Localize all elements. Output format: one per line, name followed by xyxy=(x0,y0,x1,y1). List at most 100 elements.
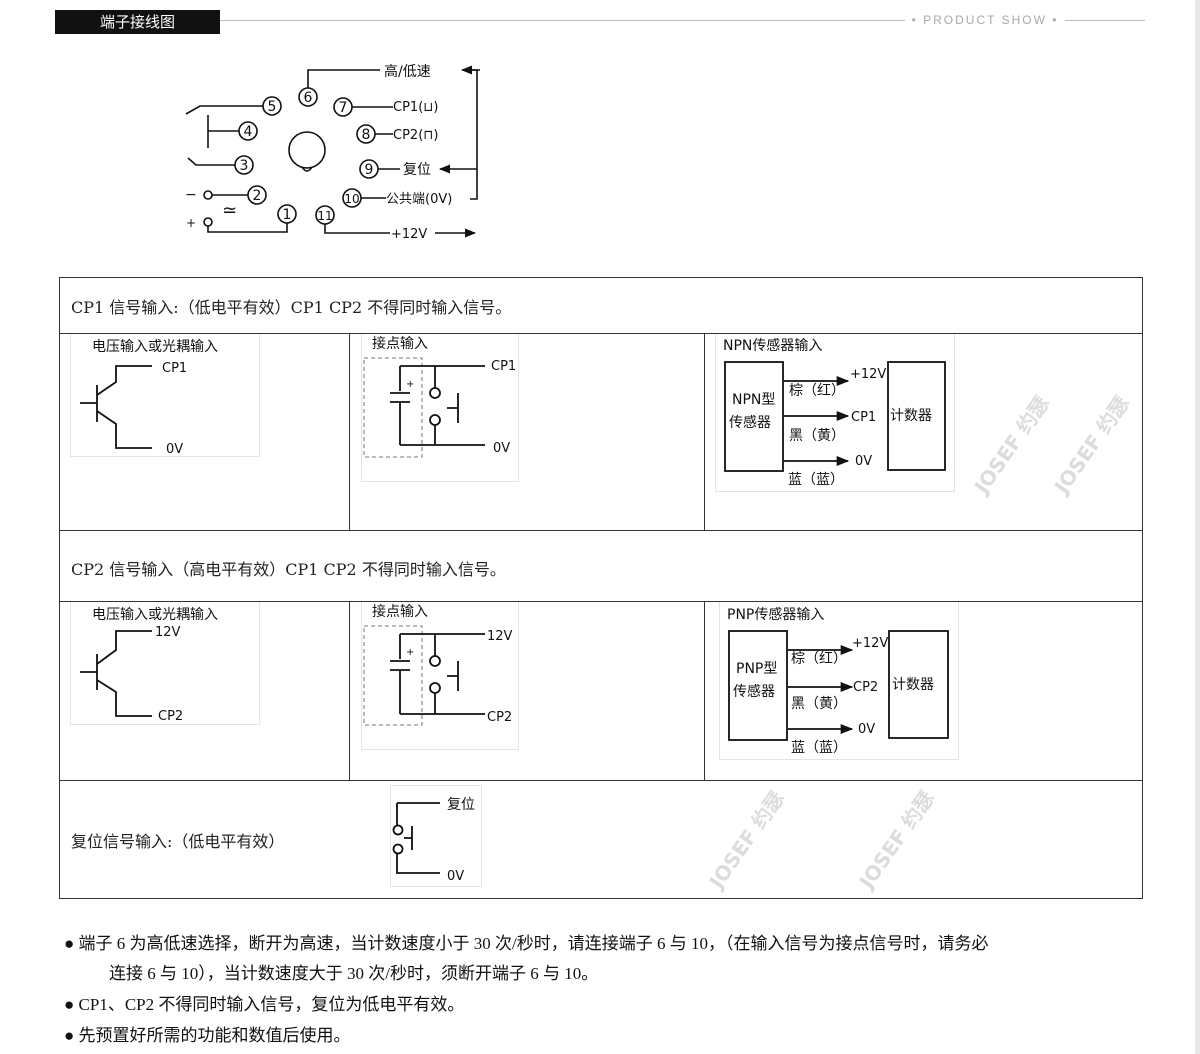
wire-color: 棕（红） xyxy=(789,383,845,399)
tagline-text: PRODUCT SHOW xyxy=(923,13,1047,27)
terminal-labels: 高/低速 CP1(⊔) CP2(⊓) 复位 公共端(0V) +12V − + ≃ xyxy=(185,63,452,242)
terminal-label: 12V xyxy=(487,629,513,644)
wire-label: 0V xyxy=(858,722,875,737)
pin-2: 2 xyxy=(247,185,267,205)
pin-7: 7 xyxy=(333,97,353,117)
note-text: 端子 6 为高低速选择，断开为高速，当计数速度小于 30 次/秒时，请连接端子 … xyxy=(78,934,989,953)
table-border xyxy=(704,601,705,780)
terminal-label: CP2 xyxy=(158,709,183,724)
terminal-label: 0V xyxy=(447,869,464,884)
watermark-text: JOSEF 约瑟 xyxy=(703,786,789,894)
pin-label: 10 xyxy=(344,192,359,206)
table-border xyxy=(59,780,1143,781)
pin-label: 2 xyxy=(253,188,262,204)
wire-color: 黑（黄） xyxy=(789,427,845,444)
pnp-panel xyxy=(719,601,959,760)
pin-label: 9 xyxy=(365,162,374,178)
pin-label: 11 xyxy=(317,209,332,223)
terminal-label: CP1 xyxy=(491,359,516,374)
table-border xyxy=(349,601,350,780)
product-show-tagline: • PRODUCT SHOW • xyxy=(905,13,1065,27)
voltage-input-diagram-1: 电压输入或光耦输入 CP1 0V xyxy=(80,339,218,457)
pin-10: 10 xyxy=(342,188,362,208)
diagram-title: 接点输入 xyxy=(372,335,428,352)
sensor-label: 传感器 xyxy=(733,683,775,700)
pin-3: 3 xyxy=(234,155,254,175)
note-text: CP1、CP2 不得同时输入信号，复位为低电平有效。 xyxy=(78,995,465,1014)
wire-label: +12V xyxy=(850,367,886,382)
terminal-label: 0V xyxy=(166,442,183,457)
sensor-label: PNP型 xyxy=(736,661,777,677)
note-item: ● 先预置好所需的功能和数值后使用。 xyxy=(64,1021,351,1046)
section-title: 端子接线图 xyxy=(55,10,220,34)
terminal-diagram xyxy=(185,65,480,238)
reset-panel xyxy=(390,785,482,887)
diagram-title: PNP传感器输入 xyxy=(727,606,824,623)
label-12v: +12V xyxy=(391,227,427,242)
note-text: 先预置好所需的功能和数值后使用。 xyxy=(78,1026,351,1045)
terminal-label: CP2 xyxy=(487,710,512,725)
terminal-label: 复位 xyxy=(447,796,475,813)
pin-8: 8 xyxy=(356,124,376,144)
label-minus: − xyxy=(185,187,197,203)
table-border xyxy=(59,333,1143,334)
note-item: ● 端子 6 为高低速选择，断开为高速，当计数速度小于 30 次/秒时，请连接端… xyxy=(64,929,989,954)
wire-color: 蓝（蓝） xyxy=(791,740,847,756)
wire-label: CP1 xyxy=(851,410,876,425)
sensor-label: 传感器 xyxy=(729,414,771,431)
counter-label: 计数器 xyxy=(892,677,934,693)
table-border xyxy=(59,530,1143,531)
diagram-title: 电压输入或光耦输入 xyxy=(92,607,218,623)
watermark-text: JOSEF 约瑟 xyxy=(1048,391,1134,499)
pin-label: 1 xyxy=(283,207,292,223)
table-border xyxy=(59,601,1143,602)
bullet-icon: ● xyxy=(64,995,75,1014)
cp2-row-text: CP2 信号输入（高电平有效）CP1 CP2 不得同时输入信号。 xyxy=(71,560,506,579)
reset-diagram: 复位 0V xyxy=(392,796,475,884)
contact-input-diagram-1: 接点输入 + CP1 0V xyxy=(363,335,516,458)
page-edge xyxy=(1195,0,1200,1054)
wire-color: 黑（黄） xyxy=(791,695,847,712)
table-border xyxy=(59,277,60,899)
label-plus: + xyxy=(186,216,196,230)
watermark: JOSEF 约瑟 JOSEF 约瑟 JOSEF 约瑟 JOSEF 约瑟 xyxy=(703,391,1134,894)
voltage-input-diagram-2: 电压输入或光耦输入 12V CP2 xyxy=(80,607,218,724)
table-border xyxy=(1142,277,1143,899)
label-cp1: CP1(⊔) xyxy=(393,100,438,115)
terminal-label: 0V xyxy=(493,441,510,456)
label-speed: 高/低速 xyxy=(384,63,431,80)
pin-5: 5 xyxy=(262,96,282,116)
polarity-label: + xyxy=(406,647,414,658)
watermark-text: JOSEF 约瑟 xyxy=(853,786,939,894)
wire-label: +12V xyxy=(852,636,888,651)
watermark-text: JOSEF 约瑟 xyxy=(968,391,1054,499)
note-continuation: 连接 6 与 10），当计数速度大于 30 次/秒时，须断开端子 6 与 10。 xyxy=(109,964,599,983)
note-item: ● CP1、CP2 不得同时输入信号，复位为低电平有效。 xyxy=(64,990,464,1015)
cp1-row-text: CP1 信号输入:（低电平有效）CP1 CP2 不得同时输入信号。 xyxy=(71,298,512,317)
bullet-icon: ● xyxy=(64,934,75,953)
pin-label: 7 xyxy=(339,100,348,116)
pin-label: 8 xyxy=(362,127,371,143)
wire-color: 棕（红） xyxy=(791,651,847,667)
counter-label: 计数器 xyxy=(890,408,932,424)
pin-label: 5 xyxy=(268,99,277,115)
diagram-title: NPN传感器输入 xyxy=(723,337,822,354)
sensor-label: NPN型 xyxy=(732,392,775,408)
table-border xyxy=(59,898,1143,899)
pnp-sensor-diagram: PNP传感器输入 PNP型 传感器 计数器 +12V CP2 0V 棕（红） 黑… xyxy=(727,606,949,756)
table-border xyxy=(704,333,705,530)
table-border xyxy=(349,333,350,530)
pin-11: 11 xyxy=(315,205,335,225)
pin-9: 9 xyxy=(359,159,379,179)
npn-panel xyxy=(715,333,955,492)
terminal-pins: 1 2 3 4 5 6 7 8 9 10 11 xyxy=(234,87,379,225)
table-border xyxy=(59,277,1143,278)
npn-sensor-diagram: NPN传感器输入 NPN型 传感器 计数器 +12V CP1 0V 棕（红） 黑… xyxy=(723,337,946,488)
pin-label: 4 xyxy=(244,124,253,140)
terminal-label: CP1 xyxy=(162,361,187,376)
voltage-input-panel-2 xyxy=(70,601,260,725)
diagram-title: 电压输入或光耦输入 xyxy=(92,339,218,355)
terminal-label: 12V xyxy=(155,625,181,640)
polarity-label: + xyxy=(406,379,414,390)
